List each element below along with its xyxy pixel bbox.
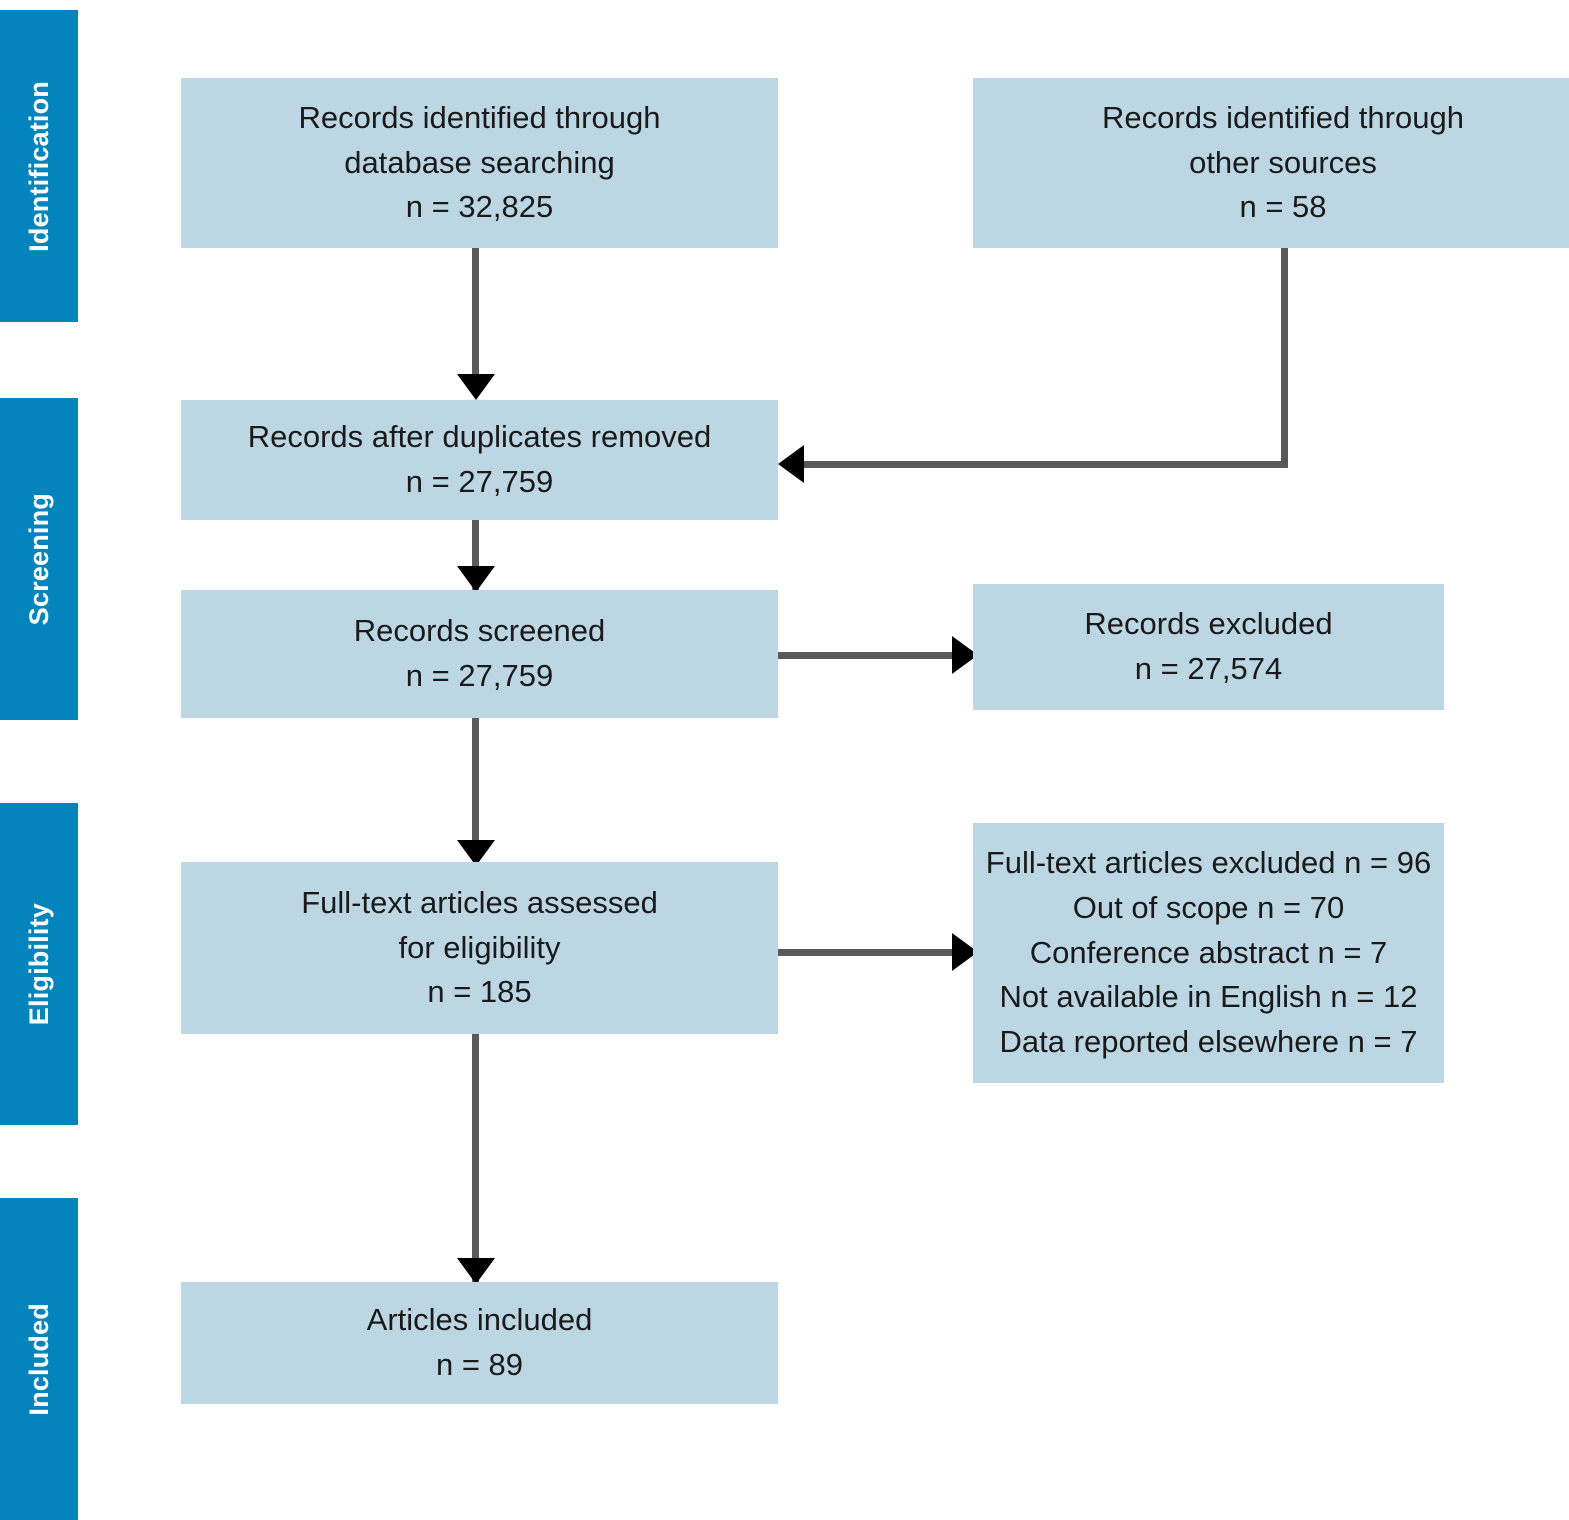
box-line: Out of scope n = 70 xyxy=(1072,889,1345,925)
arrowhead-db-search-to-duplicates xyxy=(457,374,495,400)
box-line: Full-text articles excluded n = 96 xyxy=(985,844,1432,880)
stage-band-included: Included xyxy=(0,1198,78,1520)
box-records-identified-other-sources: Records identified through other sources… xyxy=(973,78,1569,248)
stage-band-eligibility: Eligibility xyxy=(0,803,78,1125)
box-line: Data reported elsewhere n = 7 xyxy=(999,1024,1418,1060)
stage-band-label-eligibility: Eligibility xyxy=(23,902,54,1026)
stage-band-identification: Identification xyxy=(0,10,78,322)
box-articles-included: Articles included n = 89 xyxy=(181,1282,778,1404)
connector-other-sources-horizontal xyxy=(790,461,1288,468)
arrowhead-duplicates-to-screened xyxy=(457,566,495,592)
arrowhead-fulltext-to-included xyxy=(457,1258,495,1284)
box-line: database searching xyxy=(344,144,615,180)
stage-band-label-identification: Identification xyxy=(23,80,54,252)
box-line: n = 89 xyxy=(435,1347,524,1382)
box-line: Articles included xyxy=(366,1302,593,1338)
box-fulltext-articles-assessed: Full-text articles assessed for eligibil… xyxy=(181,862,778,1034)
connector-fulltext-to-excluded xyxy=(778,949,963,956)
stage-band-screening: Screening xyxy=(0,398,78,720)
box-line: for eligibility xyxy=(398,929,561,965)
box-line: Full-text articles assessed xyxy=(301,884,658,920)
box-line: Records screened xyxy=(353,613,606,649)
box-records-after-duplicates-removed: Records after duplicates removed n = 27,… xyxy=(181,400,778,520)
box-line: Records identified through xyxy=(1102,99,1464,135)
box-line: Records identified through xyxy=(298,99,661,135)
box-line: n = 27,574 xyxy=(1134,651,1283,686)
box-line: n = 32,825 xyxy=(405,189,554,225)
connector-db-search-to-duplicates xyxy=(472,248,479,388)
box-line: n = 58 xyxy=(1239,189,1327,225)
connector-screened-to-fulltext xyxy=(472,718,479,858)
box-records-identified-database: Records identified through database sear… xyxy=(181,78,778,248)
box-line: Records after duplicates removed xyxy=(247,419,712,455)
box-fulltext-articles-excluded: Full-text articles excluded n = 96 Out o… xyxy=(973,823,1444,1083)
connector-other-sources-vertical xyxy=(1281,248,1288,468)
connector-duplicates-to-screened xyxy=(472,520,479,592)
arrowhead-other-sources-to-duplicates xyxy=(778,445,804,483)
box-line: Not available in English n = 12 xyxy=(999,979,1418,1015)
box-line: Conference abstract n = 7 xyxy=(1029,934,1388,970)
box-line: n = 185 xyxy=(427,974,532,1010)
box-line: other sources xyxy=(1189,144,1377,180)
box-line: Records excluded xyxy=(1084,606,1333,642)
arrowhead-screened-to-fulltext xyxy=(457,840,495,866)
stage-band-label-included: Included xyxy=(23,1302,54,1416)
box-line: n = 27,759 xyxy=(405,658,554,693)
box-line: n = 27,759 xyxy=(405,464,554,499)
connector-fulltext-to-included xyxy=(472,1034,479,1282)
stage-band-label-screening: Screening xyxy=(23,492,54,626)
box-records-excluded: Records excluded n = 27,574 xyxy=(973,584,1444,710)
box-records-screened: Records screened n = 27,759 xyxy=(181,590,778,718)
connector-screened-to-excluded xyxy=(778,652,963,659)
